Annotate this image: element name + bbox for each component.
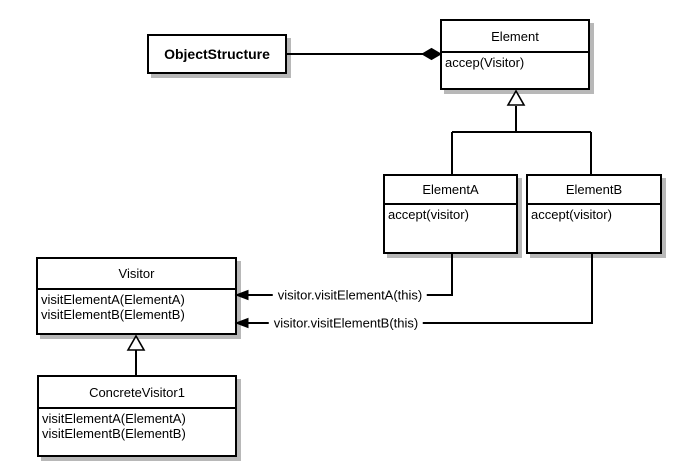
class-methods-element-b: accept(visitor): [528, 205, 660, 222]
class-methods-visitor: visitElementA(ElementA) visitElementB(El…: [38, 290, 235, 322]
edge-label-visit-b: visitor.visitElementB(this): [268, 315, 424, 331]
method-line: visitElementB(ElementB): [41, 307, 185, 322]
class-methods-concrete-visitor1: visitElementA(ElementA) visitElementB(El…: [39, 409, 235, 441]
arrowhead-visit-b-icon: [234, 317, 249, 329]
class-title-element-a: ElementA: [385, 176, 516, 205]
class-box-visitor: Visitor visitElementA(ElementA) visitEle…: [36, 257, 237, 335]
composition-diamond-icon: [421, 47, 442, 61]
method-line: accept(visitor): [388, 207, 469, 222]
class-box-element-a: ElementA accept(visitor): [383, 174, 518, 254]
element-inheritance-lines: [451, 106, 592, 174]
class-box-concrete-visitor1: ConcreteVisitor1 visitElementA(ElementA)…: [37, 375, 237, 457]
class-title-concrete-visitor1: ConcreteVisitor1: [39, 377, 235, 409]
class-title-element: Element: [442, 21, 588, 53]
method-line: accep(Visitor): [445, 55, 525, 70]
class-methods-element-a: accept(visitor): [385, 205, 516, 222]
method-line: visitElementA(ElementA): [41, 292, 185, 307]
inheritance-triangle-element-icon: [506, 89, 526, 106]
class-title-visitor: Visitor: [38, 259, 235, 290]
class-box-element: Element accep(Visitor): [440, 19, 590, 90]
method-line: visitElementB(ElementB): [42, 426, 186, 441]
class-box-object-structure: ObjectStructure: [147, 34, 287, 74]
class-methods-element: accep(Visitor): [442, 53, 588, 70]
arrowhead-visit-a-icon: [234, 289, 249, 301]
class-title-element-b: ElementB: [528, 176, 660, 205]
class-box-element-b: ElementB accept(visitor): [526, 174, 662, 254]
inheritance-triangle-visitor-icon: [126, 334, 146, 351]
edge-label-visit-a: visitor.visitElementA(this): [272, 287, 428, 303]
method-line: accept(visitor): [531, 207, 612, 222]
method-line: visitElementA(ElementA): [42, 411, 186, 426]
class-title-object-structure: ObjectStructure: [164, 46, 270, 62]
